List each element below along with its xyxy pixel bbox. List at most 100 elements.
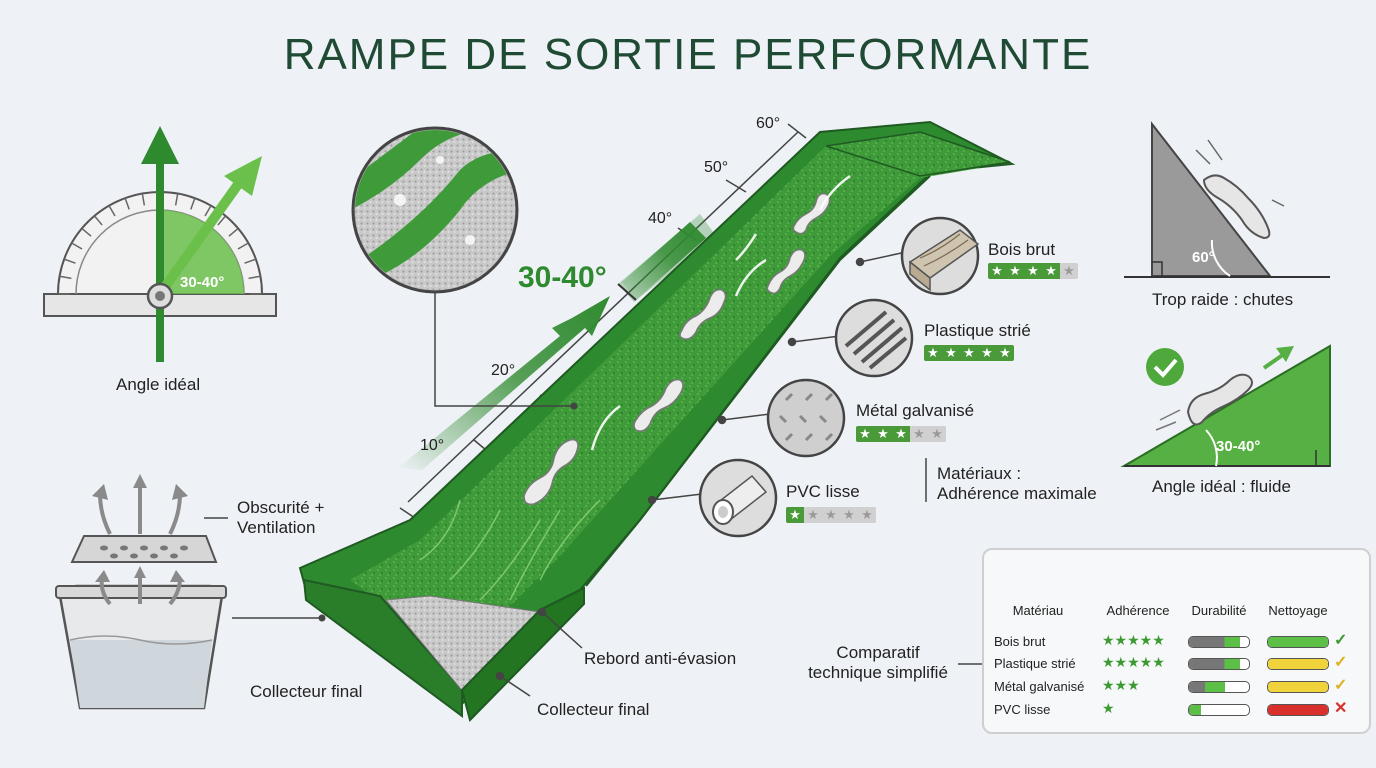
scale-tick-50: 50° xyxy=(704,159,729,176)
star-icon: ★ xyxy=(1060,263,1078,279)
ventilation-box xyxy=(55,474,326,710)
protractor-tick xyxy=(71,242,83,250)
ideal-example xyxy=(1120,344,1331,467)
ramp-callouts xyxy=(495,607,583,697)
star-icon: ★ xyxy=(910,426,928,442)
comparison-caption: Comparatif technique simplifié xyxy=(808,643,948,682)
scale-tick-60: 60° xyxy=(756,115,781,132)
material-callouts xyxy=(647,251,927,505)
page-title: RAMPE DE SORTIE PERFORMANTE xyxy=(283,30,1093,79)
scale-tick-20: 20° xyxy=(491,362,516,379)
steep-caption: Trop raide : chutes xyxy=(1152,290,1294,309)
protractor-tick xyxy=(81,227,92,237)
table-cell-adherence: ★★★★★ xyxy=(1102,632,1165,648)
table-cell-adherence: ★★★★★ xyxy=(1102,654,1165,670)
table-cell-material: PVC lisse xyxy=(994,702,1051,717)
table-cell-adherence: ★★★ xyxy=(1102,677,1140,693)
star-icon: ★ xyxy=(892,426,910,442)
column-header: Adhérence xyxy=(1106,603,1170,618)
protractor-tick xyxy=(59,275,72,280)
star-icon: ★ xyxy=(996,345,1014,361)
protractor-tick xyxy=(204,205,212,217)
table-cell-material: Plastique strié xyxy=(994,656,1076,671)
protractor-tick xyxy=(190,197,196,210)
cleaning-bar xyxy=(1267,704,1329,716)
ribbed-plastic-icon xyxy=(834,298,914,378)
cleaning-bar xyxy=(1267,658,1329,670)
rating-stars: ★★★★★ xyxy=(856,426,946,442)
ramp xyxy=(298,120,1016,722)
cleaning-mark: ✓ xyxy=(1334,632,1348,649)
protractor-tick xyxy=(124,197,130,210)
rating-stars: ★★★★★ xyxy=(924,345,1014,361)
ventilation-label: Obscurité + Ventilation xyxy=(237,498,325,537)
protractor-tick xyxy=(217,215,227,226)
protractor-tick xyxy=(174,193,179,206)
protractor-tick xyxy=(93,215,103,226)
protractor-tick xyxy=(228,227,239,237)
scale-tick-10: 10° xyxy=(420,437,445,454)
material-name: PVC lisse xyxy=(786,482,860,501)
main-angle-label: 30-40° xyxy=(518,261,607,294)
direction-arrow xyxy=(398,214,716,470)
materials-summary: Matériaux : Adhérence maximale xyxy=(937,464,1097,503)
wood-icon xyxy=(900,216,980,296)
star-icon: ★ xyxy=(942,345,960,361)
star-icon: ★ xyxy=(988,263,1006,279)
rating-stars: ★★★★★ xyxy=(786,507,876,523)
star-icon: ★ xyxy=(978,345,996,361)
steep-angle: 60° xyxy=(1192,249,1215,266)
star-icon: ★ xyxy=(1024,263,1042,279)
table-cell-adherence: ★ xyxy=(1102,700,1115,716)
column-header: Durabilité xyxy=(1191,603,1247,618)
protractor-tick xyxy=(108,205,116,217)
cleaning-mark: ✓ xyxy=(1334,677,1348,694)
star-icon: ★ xyxy=(786,507,804,523)
material-name: Métal galvanisé xyxy=(856,401,975,420)
star-icon: ★ xyxy=(822,507,840,523)
protractor-tick xyxy=(141,193,146,206)
diamond-plate-icon xyxy=(766,378,846,458)
star-icon: ★ xyxy=(924,345,942,361)
protractor-tick xyxy=(244,258,257,264)
star-icon: ★ xyxy=(960,345,978,361)
protractor-tick xyxy=(63,258,76,264)
durability-bar xyxy=(1188,658,1250,670)
durability-bar xyxy=(1188,636,1250,648)
ideal-caption: Angle idéal : fluide xyxy=(1152,477,1291,496)
column-header: Nettoyage xyxy=(1268,603,1328,618)
protractor-tick xyxy=(237,242,249,250)
rebord-label: Rebord anti-évasion xyxy=(584,649,737,668)
rating-stars: ★★★★★ xyxy=(988,263,1078,279)
star-icon: ★ xyxy=(840,507,858,523)
pipe-icon xyxy=(698,458,778,538)
ideal-angle: 30-40° xyxy=(1216,438,1261,455)
protractor xyxy=(43,126,277,362)
star-icon: ★ xyxy=(1042,263,1060,279)
star-icon: ★ xyxy=(1006,263,1024,279)
cleaning-bar xyxy=(1267,636,1329,648)
star-icon: ★ xyxy=(874,426,892,442)
star-icon: ★ xyxy=(804,507,822,523)
table-cell-material: Métal galvanisé xyxy=(994,679,1085,694)
cleaning-mark: ✕ xyxy=(1334,700,1348,717)
scale-tick-40: 40° xyxy=(648,210,673,227)
durability-bar xyxy=(1188,681,1250,693)
protractor-tick xyxy=(248,275,261,280)
star-icon: ★ xyxy=(928,426,946,442)
protractor-caption: Angle idéal xyxy=(116,375,201,394)
material-name: Plastique strié xyxy=(924,321,1031,340)
steep-example xyxy=(1124,121,1330,278)
protractor-value: 30-40° xyxy=(180,274,225,291)
texture-zoom xyxy=(351,126,578,410)
star-icon: ★ xyxy=(856,426,874,442)
collector-label-bottom: Collecteur final xyxy=(537,700,650,719)
material-name: Bois brut xyxy=(988,240,1056,259)
cleaning-mark: ✓ xyxy=(1334,654,1348,671)
table-cell-material: Bois brut xyxy=(994,634,1046,649)
durability-bar xyxy=(1188,704,1250,716)
cleaning-bar xyxy=(1267,681,1329,693)
star-icon: ★ xyxy=(858,507,876,523)
